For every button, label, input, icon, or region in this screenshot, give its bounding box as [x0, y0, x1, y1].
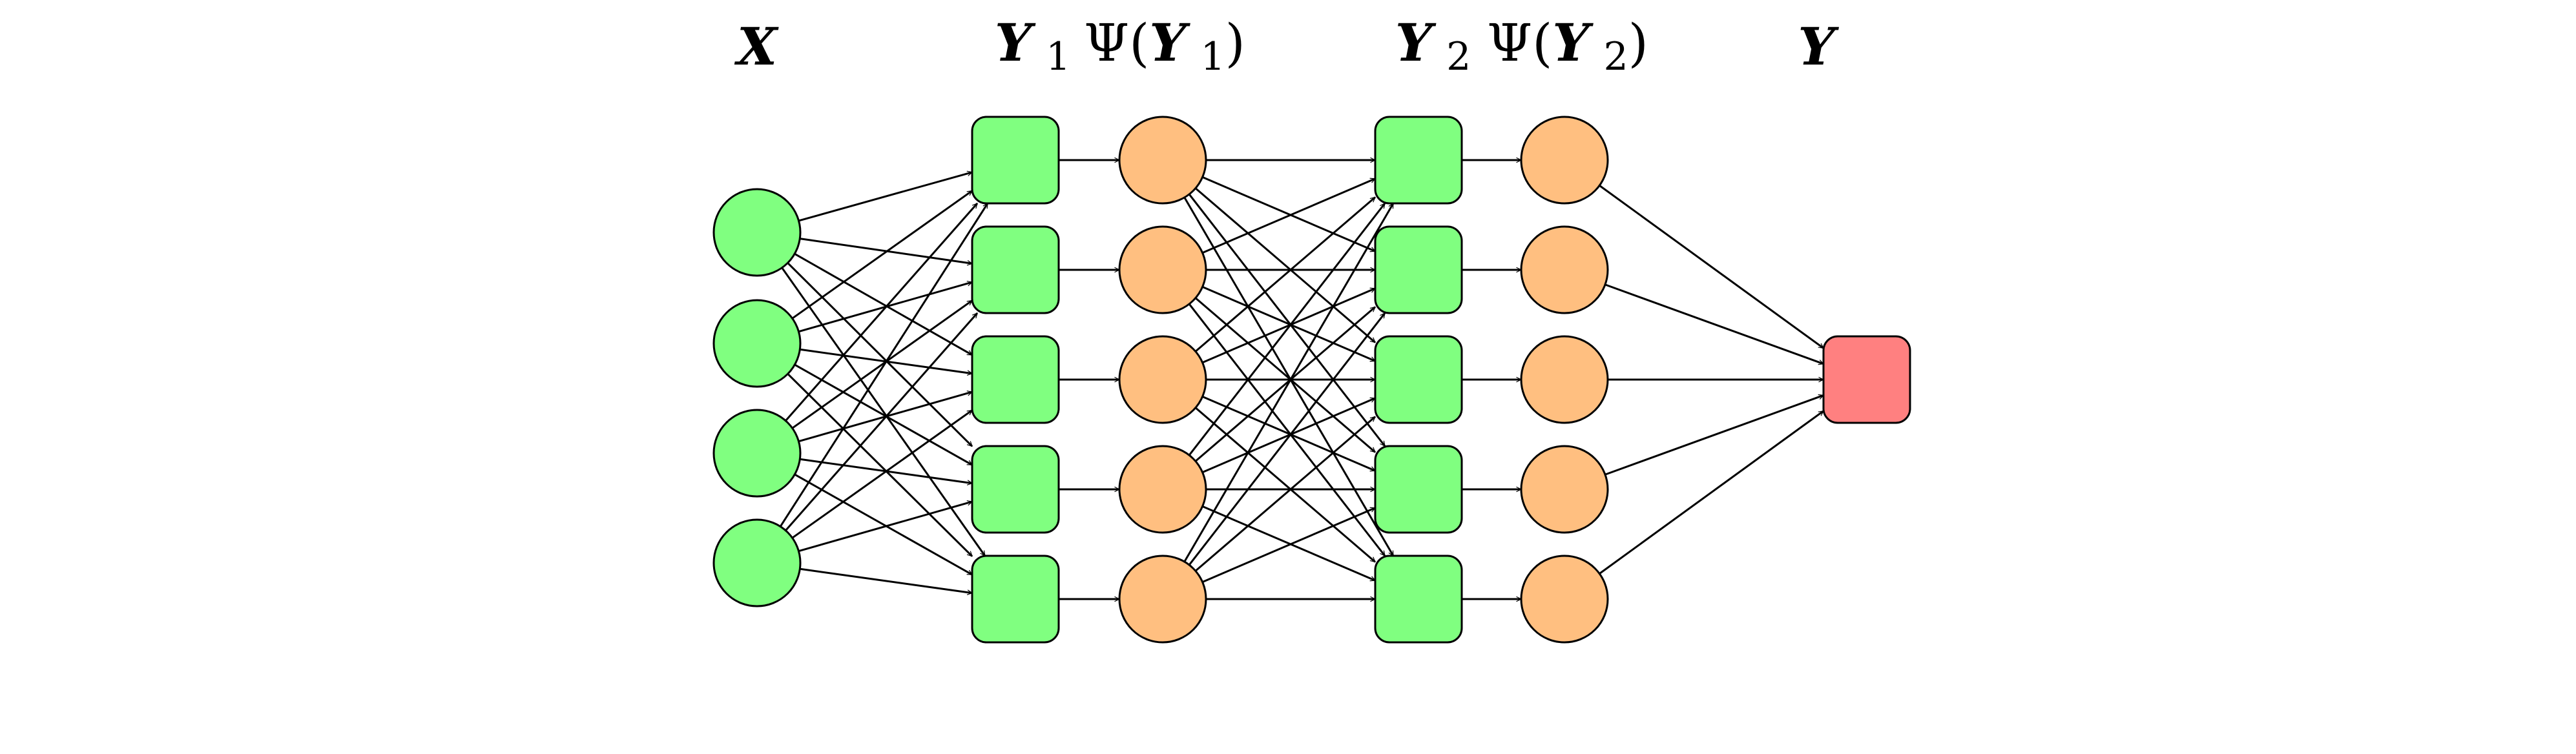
- edge-act1-0-to-hidden2-3: [1188, 194, 1386, 446]
- label-hidden1-symbol: Y: [995, 12, 1036, 73]
- edge-act1-2-to-hidden2-4: [1194, 407, 1375, 563]
- label-act1-subscript: 1: [1200, 34, 1225, 79]
- node-hidden1-1: [971, 225, 1060, 314]
- node-act1-3: [1118, 445, 1207, 534]
- node-output-0: [1822, 335, 1911, 424]
- edge-act1-4-to-hidden2-1: [1188, 313, 1386, 566]
- node-act1-2: [1118, 335, 1207, 424]
- edge-input-0-to-hidden1-2: [794, 252, 972, 356]
- edge-act1-0-to-hidden2-1: [1201, 176, 1375, 252]
- edge-act1-4-to-hidden2-2: [1194, 416, 1375, 572]
- label-input-symbol: X: [734, 16, 779, 77]
- edge-input-3-to-hidden1-0: [779, 203, 989, 527]
- node-input-0: [712, 188, 802, 277]
- edge-act1-3-to-hidden2-4: [1201, 505, 1375, 582]
- edge-act1-3-to-hidden2-0: [1188, 203, 1386, 456]
- edge-input-2-to-hidden1-1: [791, 300, 972, 429]
- edge-act2-1-to-output-0: [1605, 283, 1823, 364]
- label-act1-suffix: ): [1225, 13, 1245, 73]
- label-hidden1-subscript: 1: [1046, 34, 1070, 79]
- node-act2-1: [1520, 225, 1609, 314]
- edge-act1-1-to-hidden2-4: [1188, 303, 1386, 556]
- node-hidden1-2: [971, 335, 1060, 424]
- label-act2-suffix: ): [1628, 13, 1648, 73]
- node-act2-4: [1520, 555, 1609, 644]
- node-hidden2-1: [1374, 225, 1463, 314]
- edge-input-2-to-hidden1-4: [794, 473, 972, 576]
- edge-act1-1-to-hidden2-0: [1201, 178, 1375, 254]
- edge-input-3-to-hidden1-1: [785, 313, 979, 531]
- node-act1-1: [1118, 225, 1207, 314]
- nodes-group: [712, 116, 1911, 644]
- edge-input-3-to-hidden1-3: [798, 502, 972, 553]
- label-act1-prefix: Ψ(: [1084, 13, 1149, 73]
- edge-act1-3-to-hidden2-1: [1194, 306, 1375, 462]
- label-hidden2-symbol: Y: [1395, 12, 1437, 73]
- node-input-1: [712, 299, 802, 388]
- node-hidden1-0: [971, 116, 1060, 205]
- node-hidden2-0: [1374, 116, 1463, 205]
- node-hidden1-3: [971, 445, 1060, 534]
- edge-input-0-to-hidden1-0: [798, 172, 972, 222]
- edge-input-0-to-hidden1-3: [787, 262, 973, 447]
- edge-input-1-to-hidden1-4: [787, 373, 973, 557]
- label-act2-prefix: Ψ(: [1487, 13, 1552, 73]
- edge-act1-2-to-hidden2-3: [1201, 396, 1375, 472]
- edge-act1-4-to-hidden2-3: [1201, 507, 1375, 583]
- node-act1-4: [1118, 555, 1207, 644]
- edge-input-3-to-hidden1-4: [800, 567, 972, 593]
- edge-input-1-to-hidden1-0: [791, 190, 972, 320]
- node-act2-2: [1520, 335, 1609, 424]
- node-act1-0: [1118, 116, 1207, 205]
- node-hidden1-4: [971, 555, 1060, 644]
- edge-act1-0-to-hidden2-2: [1194, 187, 1375, 343]
- edge-act1-4-to-hidden2-0: [1183, 203, 1395, 562]
- label-input: X: [734, 16, 779, 77]
- node-hidden2-2: [1374, 335, 1463, 424]
- node-input-2: [712, 409, 802, 498]
- edges-group: [779, 160, 1823, 599]
- label-act1-symbol: Y: [1149, 12, 1190, 73]
- node-act2-3: [1520, 445, 1609, 534]
- edge-input-3-to-hidden1-2: [791, 409, 972, 539]
- node-hidden2-3: [1374, 445, 1463, 534]
- edge-act1-0-to-hidden2-4: [1183, 197, 1395, 556]
- edge-act2-4-to-output-0: [1599, 410, 1823, 575]
- edge-act2-3-to-output-0: [1605, 395, 1823, 476]
- edge-input-1-to-hidden1-3: [794, 363, 972, 466]
- node-hidden2-4: [1374, 555, 1463, 644]
- label-act2-subscript: 2: [1603, 34, 1628, 79]
- edge-act1-1-to-hidden2-3: [1194, 297, 1375, 453]
- edge-act1-1-to-hidden2-2: [1201, 286, 1375, 362]
- label-output-symbol: Y: [1798, 16, 1839, 77]
- label-output: Y: [1798, 16, 1839, 77]
- edge-act2-0-to-output-0: [1599, 185, 1823, 349]
- node-act2-0: [1520, 116, 1609, 205]
- label-act2-symbol: Y: [1552, 12, 1594, 73]
- edge-act1-2-to-hidden2-0: [1194, 196, 1375, 352]
- label-hidden2-subscript: 2: [1446, 34, 1471, 79]
- node-input-3: [712, 518, 802, 607]
- edge-input-2-to-hidden1-0: [785, 203, 979, 422]
